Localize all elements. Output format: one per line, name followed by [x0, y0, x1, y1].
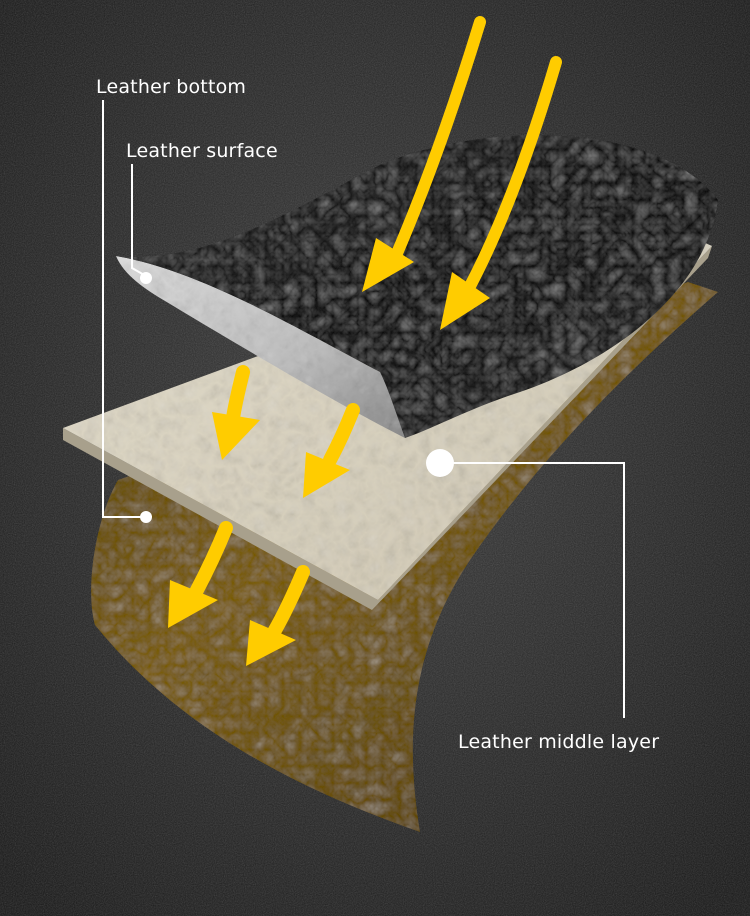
arrow-top-left: [362, 16, 486, 292]
leader-line-middle: [440, 462, 625, 718]
leather-surface-underside: [116, 256, 405, 438]
arrow-bottom-left: [168, 521, 233, 628]
label-leather-bottom: Leather bottom: [96, 76, 247, 98]
marker-dot-surface: [140, 272, 152, 284]
arrow-middle-left: [212, 365, 260, 460]
leather-surface-layer: [116, 135, 718, 438]
marker-dot-bottom: [140, 511, 152, 523]
arrow-middle-right: [303, 403, 360, 498]
arrow-top-right: [440, 56, 562, 330]
leader-line-surface: [131, 164, 147, 277]
arrow-group: [168, 16, 562, 666]
label-leather-middle-layer: Leather middle layer: [458, 731, 660, 753]
arrow-bottom-right: [246, 565, 310, 666]
leader-lines: [102, 100, 625, 718]
marker-dot-middle: [426, 449, 454, 477]
leader-line-bottom: [102, 100, 146, 518]
leather-middle-layer-edge: [63, 246, 712, 610]
label-leather-surface: Leather surface: [126, 140, 278, 162]
